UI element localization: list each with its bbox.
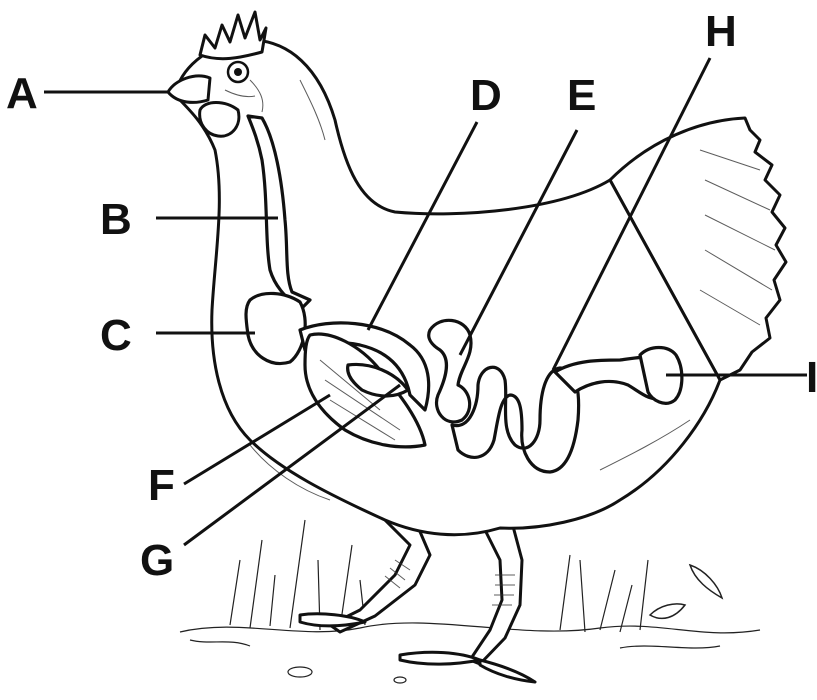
crop [246,293,305,363]
wattle-icon [200,103,239,137]
chicken-body [175,40,720,535]
label-d: D [470,71,502,120]
label-c: C [100,311,132,360]
label-f: F [148,461,175,510]
label-g: G [140,536,174,585]
label-b: B [100,195,132,244]
comb-icon [200,12,266,59]
label-e: E [567,71,596,120]
label-h: H [705,7,737,56]
label-a: A [6,69,38,118]
beak-icon [168,76,210,102]
label-i: I [806,353,817,402]
